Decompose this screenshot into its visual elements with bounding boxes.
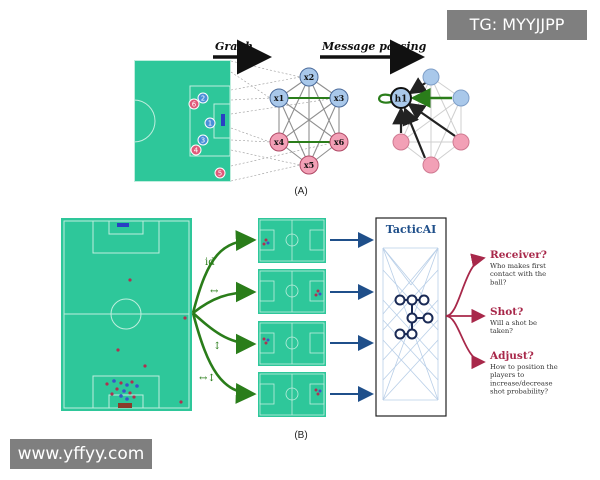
node-x3: x3 <box>329 88 349 108</box>
node-x1: x1 <box>269 88 289 108</box>
svg-text:h1: h1 <box>395 95 408 105</box>
panel-b-caption: (B) <box>294 430 307 441</box>
pitch-players: 6 2 1 3 4 5 <box>188 92 226 179</box>
pitch-dots <box>105 278 187 404</box>
augmented-pitch-4 <box>258 372 326 417</box>
goal-marker <box>221 114 225 126</box>
svg-text:x1: x1 <box>274 93 284 103</box>
svg-text:x6: x6 <box>334 137 345 147</box>
watermark-bottom-left: www.yffyy.com <box>10 439 152 469</box>
transform-label-vertical: ↕ <box>213 341 221 352</box>
svg-text:2: 2 <box>201 95 205 103</box>
model-title: TacticAI <box>386 223 437 236</box>
mp-node-right <box>452 89 470 107</box>
mp-node-right-bottom <box>452 133 470 151</box>
player-graph: x2 x1 x3 x4 x6 x5 <box>269 67 349 175</box>
augmentation-arrows <box>191 230 257 404</box>
panel-b: id ↔ ↕ ↔↕ <box>61 217 558 441</box>
svg-text:x4: x4 <box>274 137 285 147</box>
transform-label-both: ↔↕ <box>199 373 216 384</box>
player-4: 4 <box>190 144 202 156</box>
augmented-pitch-2 <box>258 269 326 314</box>
panel-a-caption: (A) <box>294 186 307 197</box>
svg-text:x5: x5 <box>304 160 314 170</box>
graph-arrow: Graph <box>213 39 272 75</box>
watermark-top-right: TG: MYYJJPP <box>447 10 587 40</box>
player-6: 6 <box>188 98 200 110</box>
output-adjust-title: Adjust? <box>489 350 534 362</box>
player-5: 5 <box>214 167 226 179</box>
augmented-pitch-3 <box>258 321 326 366</box>
player-2: 2 <box>197 92 209 104</box>
svg-text:Graph: Graph <box>215 40 253 53</box>
transform-label-horizontal: ↔ <box>210 286 219 297</box>
svg-text:4: 4 <box>194 147 199 155</box>
bottom-goal <box>118 403 132 408</box>
mp-node-bottom <box>422 156 440 174</box>
top-goal <box>117 223 129 227</box>
tacticai-model: TacticAI <box>375 217 447 417</box>
node-x4: x4 <box>269 132 289 152</box>
output-shot-title: Shot? <box>490 306 523 318</box>
node-x6: x6 <box>329 132 349 152</box>
mp-node-top <box>422 68 440 86</box>
output-arrows <box>445 253 486 370</box>
model-input-arrows <box>330 232 374 402</box>
panel-a: 6 2 1 3 4 5 Graph <box>133 39 470 197</box>
svg-text:3: 3 <box>201 137 205 145</box>
pitch-to-graph-dashes <box>230 60 337 182</box>
transform-label-id: id <box>205 257 215 268</box>
node-x5: x5 <box>299 155 319 175</box>
node-x2: x2 <box>299 67 319 87</box>
player-3: 3 <box>197 134 209 146</box>
augmented-pitches <box>258 218 326 417</box>
full-pitch <box>61 218 192 411</box>
svg-text:x2: x2 <box>304 72 314 82</box>
player-1: 1 <box>204 117 216 129</box>
node-h1: h1 <box>390 87 412 109</box>
mp-node-left-bottom <box>392 133 410 151</box>
svg-text:x3: x3 <box>334 93 345 103</box>
output-receiver-title: Receiver? <box>490 249 547 261</box>
svg-text:5: 5 <box>218 170 222 178</box>
half-pitch <box>133 60 231 182</box>
message-passing-arrow: Message passing <box>320 39 427 75</box>
svg-text:6: 6 <box>192 101 197 109</box>
svg-text:1: 1 <box>208 120 212 128</box>
svg-text:Message passing: Message passing <box>321 40 427 53</box>
message-passing-graph: h1 <box>378 68 470 174</box>
augmented-pitch-1 <box>258 218 326 263</box>
